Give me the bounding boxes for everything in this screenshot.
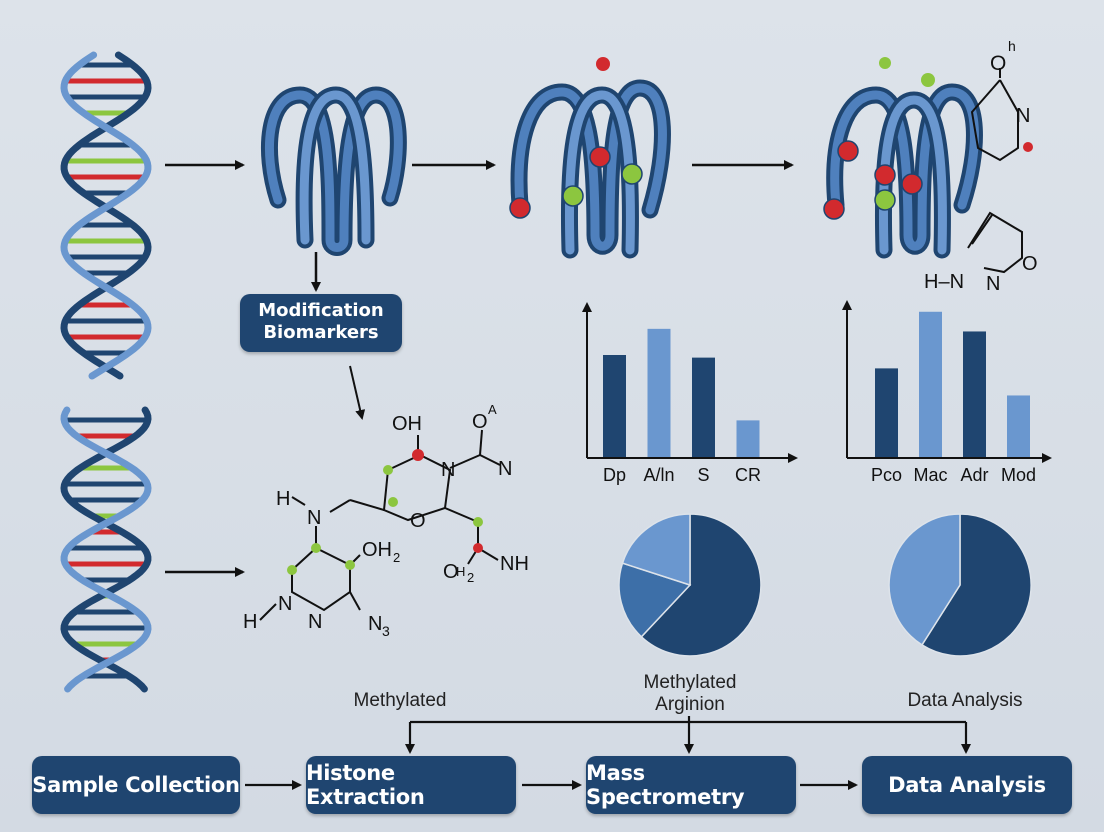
oxadiazine-hn: H–N bbox=[924, 271, 964, 293]
mol-o-low: O bbox=[443, 561, 459, 583]
mol-oh2-1: OH bbox=[362, 539, 392, 561]
mol-o-ring: O bbox=[410, 510, 426, 532]
step-sample-collection: Sample Collection bbox=[32, 756, 240, 814]
step-histone-extraction: Histone Extraction bbox=[306, 756, 516, 814]
bar-chart-2: Pco Mac Adr Mod bbox=[871, 311, 1036, 485]
mol-h: H bbox=[276, 488, 290, 510]
pie-slice bbox=[920, 513, 1032, 657]
mol-n-bottom2: N bbox=[308, 611, 322, 633]
lactam-o: O bbox=[990, 52, 1006, 75]
bar-cr bbox=[736, 420, 760, 457]
label-methylated: Methylated bbox=[353, 690, 447, 711]
bar-tick-label: Mod bbox=[1001, 465, 1036, 485]
molecule-oxadiazine bbox=[967, 211, 1023, 274]
dna-strand bbox=[60, 51, 152, 380]
mol-oh2-1-sub: 2 bbox=[393, 550, 400, 565]
bar-chart-1: Dp A/ln S CR bbox=[603, 328, 761, 485]
pie-chart-1 bbox=[618, 513, 762, 657]
mol-n3: N bbox=[368, 613, 382, 635]
bar-chart-2-axes bbox=[842, 300, 1052, 463]
mol-o-low-sub: 2 bbox=[467, 570, 474, 585]
bar-tick-label: A/ln bbox=[643, 465, 674, 485]
bar-aln bbox=[647, 328, 671, 457]
oxadiazine-n: N bbox=[986, 273, 1000, 295]
molecule-main-markers bbox=[287, 449, 483, 575]
pie-slice bbox=[618, 562, 692, 638]
mol-oh: OH bbox=[392, 413, 422, 435]
oxadiazine-o: O bbox=[1022, 253, 1038, 275]
mol-n-chain: N bbox=[307, 507, 321, 529]
histone-modified bbox=[509, 57, 671, 259]
mol-n-amide: N bbox=[498, 458, 512, 480]
pie-slice bbox=[888, 513, 961, 646]
label-data-analysis: Data Analysis bbox=[907, 690, 1023, 711]
biomarkers-label: Biomarkers bbox=[263, 322, 379, 343]
workflow-arrows bbox=[245, 716, 971, 790]
molecule-lactam bbox=[970, 68, 1033, 162]
bar-dp bbox=[603, 355, 626, 457]
bar-adr bbox=[963, 331, 986, 457]
dna-helix-top bbox=[60, 51, 152, 380]
lactam-n: N bbox=[1016, 105, 1030, 127]
mol-n3-sub: 3 bbox=[382, 623, 390, 639]
bar-mac bbox=[919, 311, 942, 457]
step-data-analysis: Data Analysis bbox=[862, 756, 1072, 814]
bar-chart-1-axes bbox=[582, 302, 798, 463]
mol-h-bottom: H bbox=[243, 611, 257, 633]
lactam-h: h bbox=[1008, 38, 1016, 54]
bar-pco bbox=[875, 368, 898, 457]
label-methylated-arginion: Methylated Arginion bbox=[610, 672, 770, 716]
bar-tick-label: Dp bbox=[603, 465, 626, 485]
mol-n-ring: N bbox=[441, 459, 455, 481]
histone-marked bbox=[823, 57, 983, 259]
bar-tick-label: Adr bbox=[960, 465, 988, 485]
label-arginion-line2: Arginion bbox=[655, 694, 725, 715]
modification-biomarkers-box: Modification Biomarkers bbox=[240, 294, 402, 352]
bar-tick-label: S bbox=[697, 465, 709, 485]
bar-mod bbox=[1007, 395, 1030, 457]
pie-slice bbox=[621, 513, 691, 587]
bar-tick-label: Pco bbox=[871, 465, 902, 485]
mol-a-sup: A bbox=[488, 402, 497, 417]
label-methylated-line1: Methylated bbox=[643, 672, 737, 693]
bar-tick-label: Mac bbox=[913, 465, 947, 485]
arrow-biomarker-to-molecule bbox=[349, 365, 366, 420]
mol-n-bottom1: N bbox=[278, 593, 292, 615]
dna-helix-bottom bbox=[60, 406, 152, 693]
bar-tick-label: CR bbox=[735, 465, 761, 485]
bar-s bbox=[692, 357, 715, 457]
step-mass-spectrometry: Mass Spectrometry bbox=[586, 756, 796, 814]
modification-label: Modification bbox=[258, 300, 384, 321]
mol-h-low: H bbox=[456, 564, 465, 579]
dna-strand bbox=[60, 51, 152, 380]
histone-plain bbox=[260, 86, 407, 256]
pie-chart-2 bbox=[888, 513, 1032, 657]
mol-nh: NH bbox=[500, 553, 529, 575]
dna-strand bbox=[60, 406, 152, 693]
mol-o-sup: O bbox=[472, 411, 488, 433]
pie-slice bbox=[640, 513, 762, 657]
dna-strand bbox=[60, 406, 152, 693]
